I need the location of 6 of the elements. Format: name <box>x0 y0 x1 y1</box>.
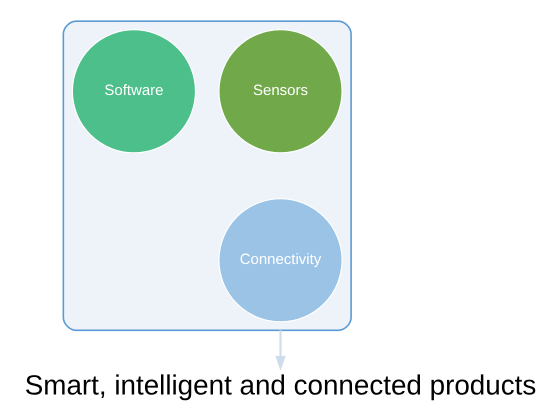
node-circle: Connectivity <box>218 198 342 322</box>
arrow <box>274 330 286 371</box>
node-circle: Software <box>71 29 196 154</box>
node-text: Smart, intelligent and connected products <box>24 369 536 400</box>
node-circle: Sensors <box>218 29 342 154</box>
cluster <box>62 20 352 332</box>
